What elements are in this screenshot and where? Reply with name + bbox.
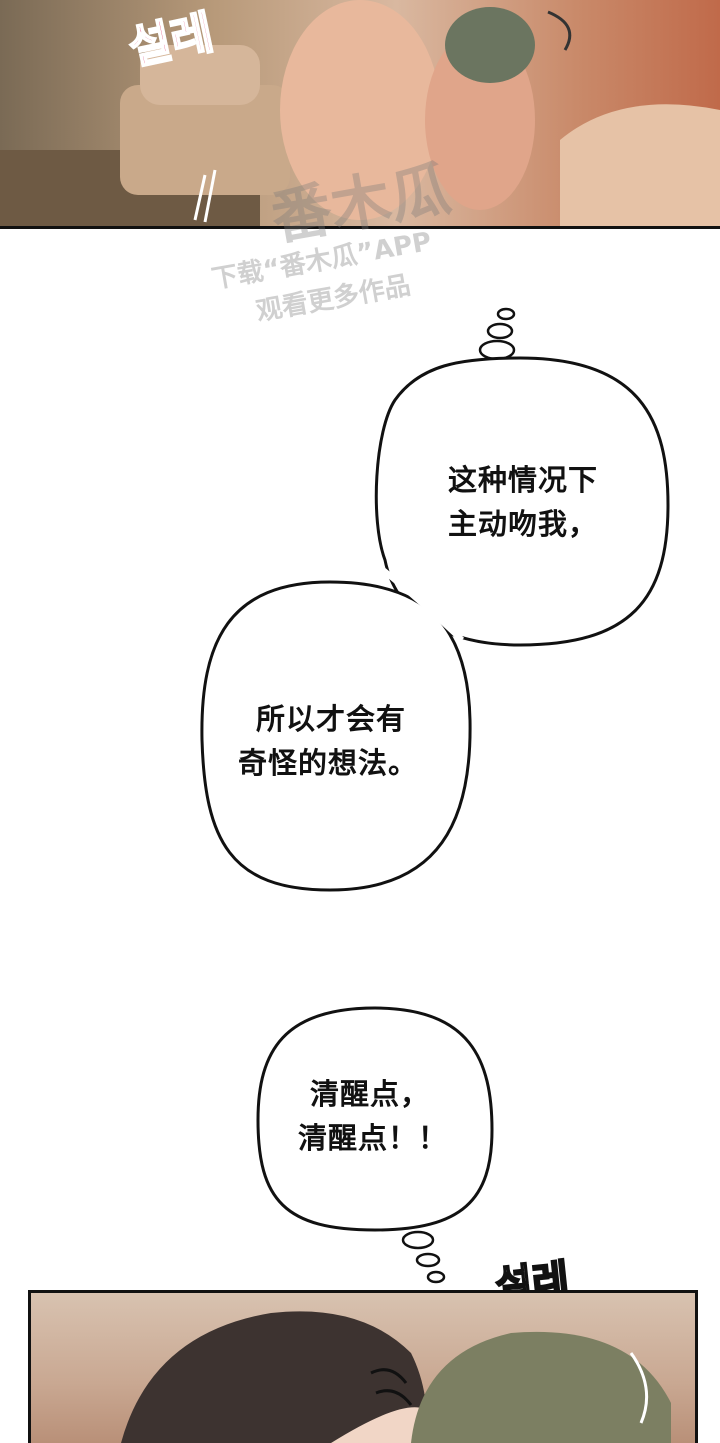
speed-line xyxy=(193,174,207,221)
character-green-hair xyxy=(411,1331,671,1443)
thought-bubble-2 xyxy=(200,580,472,892)
sofa xyxy=(120,85,290,195)
thought-tail-dot xyxy=(486,322,514,340)
bubble-1-line-2: 主动吻我， xyxy=(448,507,599,541)
speed-line xyxy=(203,169,217,223)
bubble-1-text: 这种情况下 主动吻我， xyxy=(448,458,598,546)
bed-frame xyxy=(560,104,720,226)
thought-bubble-3 xyxy=(256,1006,494,1232)
motion-line xyxy=(629,1352,649,1424)
bubble-1-line-1: 这种情况下 xyxy=(448,463,599,497)
thought-tail-dot xyxy=(496,307,516,321)
motion-line xyxy=(370,1368,408,1384)
bubble-3-line-2: 清醒点！！ xyxy=(298,1121,449,1155)
motion-curve xyxy=(547,10,572,51)
top-comic-panel: 설레 xyxy=(0,0,720,229)
bottom-panel-art xyxy=(121,1311,671,1443)
thought-tail-dot xyxy=(478,339,516,361)
motion-line xyxy=(375,1389,413,1406)
thought-bubble-1 xyxy=(374,356,670,647)
bubble-2-text: 所以才会有 奇怪的想法。 xyxy=(238,697,418,785)
bubble-2-line-2: 奇怪的想法。 xyxy=(238,746,419,780)
character-dark-hair xyxy=(121,1311,427,1443)
bubble-2-line-1: 所以才会有 xyxy=(256,702,407,736)
character-back xyxy=(280,0,440,220)
top-panel-art xyxy=(0,0,720,226)
thought-tail-dot xyxy=(401,1230,435,1250)
bottom-comic-panel xyxy=(28,1290,698,1443)
character-face xyxy=(331,1407,431,1443)
thought-tail-dot xyxy=(426,1270,446,1284)
thought-tail-dot xyxy=(415,1252,441,1268)
character-hair xyxy=(445,7,535,83)
sofa-back xyxy=(140,45,260,105)
bubble-3-line-1: 清醒点， xyxy=(310,1077,431,1111)
bubble-3-text: 清醒点， 清醒点！！ xyxy=(298,1072,448,1160)
